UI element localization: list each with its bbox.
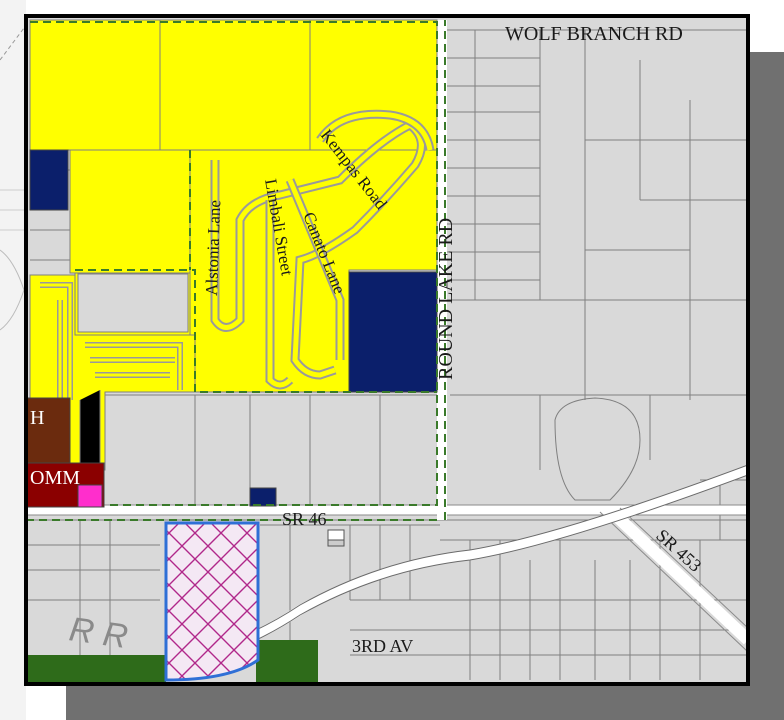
magenta-zone bbox=[77, 484, 103, 508]
navy-zone-main bbox=[348, 271, 438, 393]
green-zone-west bbox=[26, 655, 166, 684]
green-zone-east bbox=[256, 640, 318, 684]
label-alstonia-lane: Alstonia Lane bbox=[202, 200, 224, 296]
label-wolf-branch-rd: WOLF BRANCH RD bbox=[505, 23, 683, 45]
subject-parcel[interactable] bbox=[164, 521, 260, 682]
label-zone-h: H bbox=[30, 407, 44, 429]
dashed-boundaries bbox=[26, 20, 446, 521]
label-zone-omm: OMM bbox=[30, 467, 80, 489]
map-content: WOLF BRANCH RD ROUND LAKE RD SR 46 SR 45… bbox=[26, 16, 748, 684]
label-rr: R R bbox=[67, 610, 130, 656]
navy-zone-west bbox=[29, 149, 69, 211]
navy-zone-small bbox=[249, 487, 277, 507]
sr453-road bbox=[599, 505, 748, 653]
label-round-lake-rd: ROUND LAKE RD bbox=[435, 218, 457, 380]
outer-context bbox=[0, 0, 761, 720]
building-icon bbox=[327, 529, 345, 547]
subdivision-lots bbox=[40, 109, 435, 470]
label-3rd-av: 3RD AV bbox=[352, 636, 413, 656]
label-sr46: SR 46 bbox=[282, 509, 327, 529]
map-frame bbox=[24, 14, 750, 686]
brown-zone bbox=[26, 397, 71, 464]
